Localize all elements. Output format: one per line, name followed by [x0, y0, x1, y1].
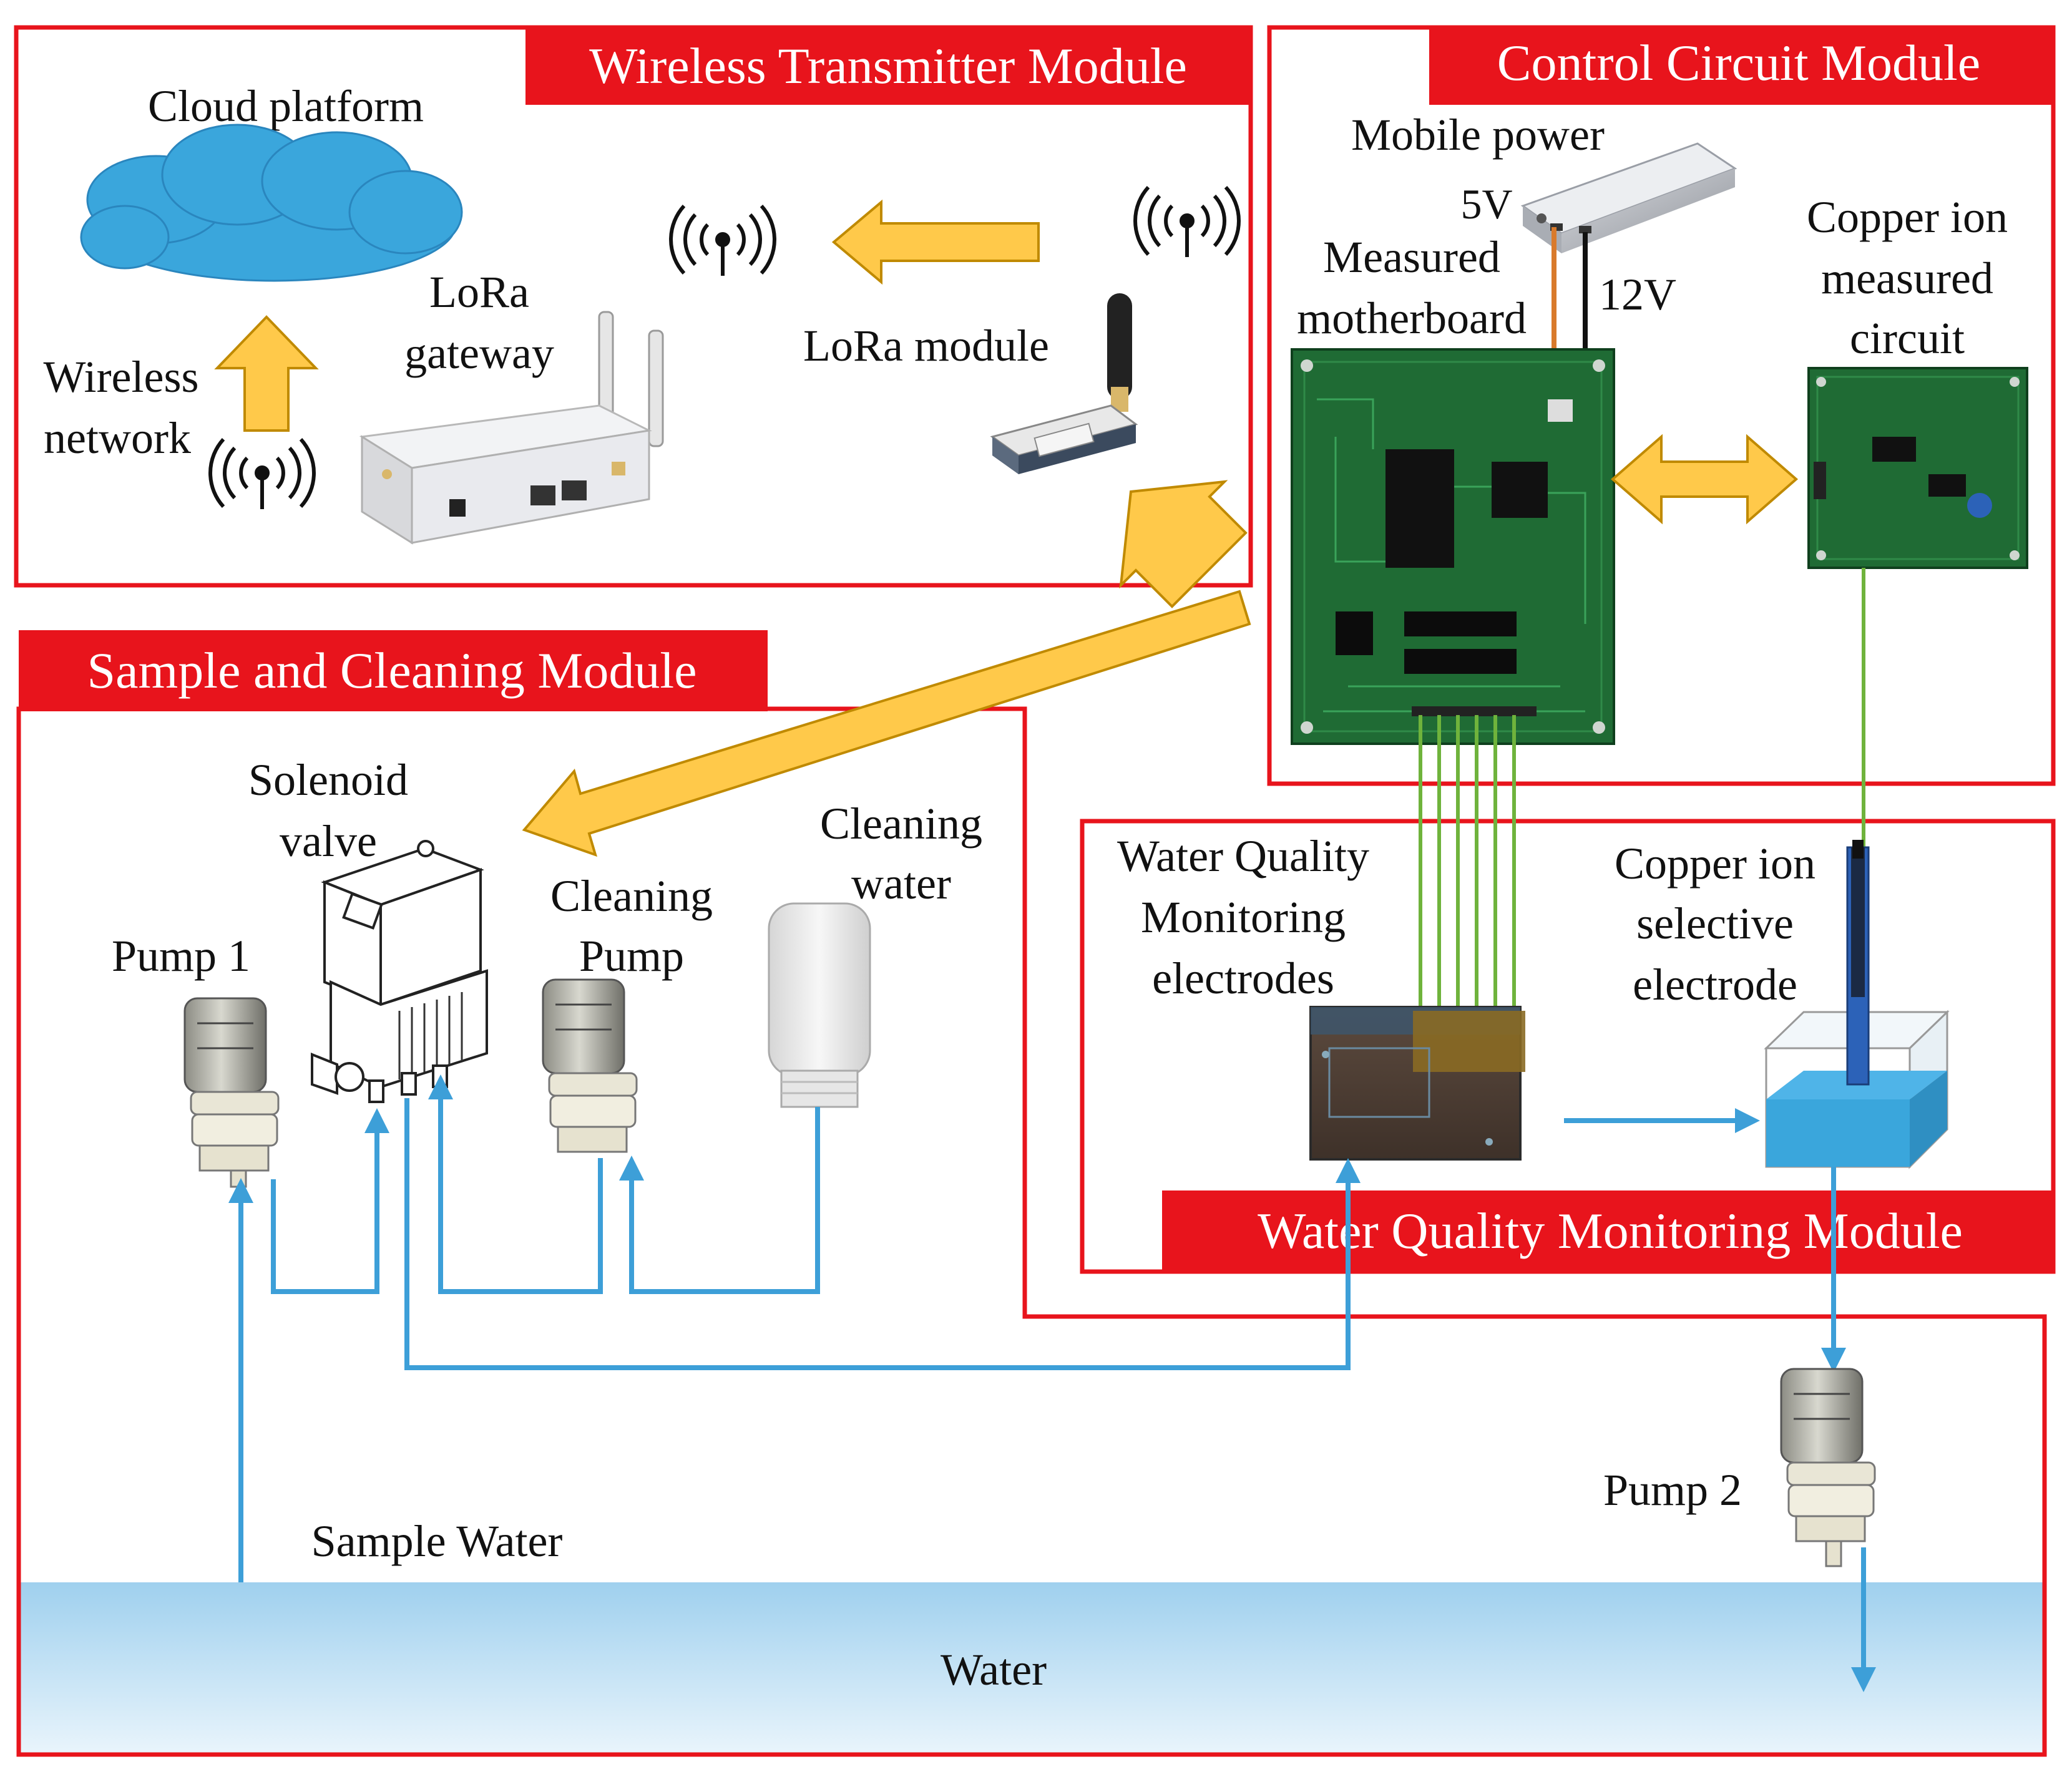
double-arrow: [1610, 434, 1799, 525]
12v-label: 12V: [1599, 270, 1676, 319]
water-quality-module: Water Quality Monitoring Module: [1080, 819, 2056, 1274]
lora-module-label: LoRa module: [803, 321, 1049, 371]
wq-electrodes-label-1: Water Quality: [1117, 831, 1369, 881]
wifi-signal-icon: [1133, 185, 1241, 257]
bottle-icon: [768, 902, 871, 1108]
lora-module-icon: [990, 293, 1138, 474]
electrode-tank-icon: [1309, 1006, 1525, 1161]
power-bank-icon: [1520, 142, 1737, 253]
up-arrow: [214, 315, 319, 432]
solenoid-valve-label-1: Solenoid: [248, 755, 408, 805]
wireless-network-label-2: network: [44, 413, 191, 463]
copper-electrode-label-1: Copper ion: [1615, 839, 1815, 889]
lora-gateway-label-2: gateway: [404, 328, 554, 378]
pcb-board-icon: [1291, 348, 1615, 745]
wifi-signal-icon: [669, 204, 776, 276]
wireless-network-label-1: Wireless: [43, 352, 198, 402]
wireless-module-title: Wireless Transmitter Module: [589, 37, 1187, 94]
copper-electrode-label-2: selective: [1636, 898, 1794, 948]
cloud-icon: [80, 124, 463, 282]
sample-module-title: Sample and Cleaning Module: [87, 642, 697, 699]
measured-motherboard-label-2: motherboard: [1297, 293, 1527, 343]
water-pipes: [228, 1074, 1361, 1582]
lora-gateway-icon: [359, 311, 664, 545]
solenoid-valve-label-2: valve: [280, 816, 377, 866]
control-module-title: Control Circuit Module: [1497, 34, 1980, 91]
wqm-module-title: Water Quality Monitoring Module: [1258, 1202, 1963, 1259]
left-arrow: [831, 199, 1040, 285]
wifi-signal-icon: [208, 437, 316, 509]
measured-motherboard-label-1: Measured: [1323, 232, 1500, 282]
cleaning-pump-label-2: Pump: [579, 931, 684, 981]
copper-electrode-label-3: electrode: [1633, 960, 1797, 1010]
pcb-board-icon: [1807, 367, 2028, 569]
control-circuit-module: Control Circuit Module: [1267, 25, 2056, 786]
5v-label: 5V: [1460, 180, 1512, 228]
water-body: [20, 1582, 2046, 1756]
wireless-transmitter-module: Wireless Transmitter Module: [14, 25, 1253, 588]
signal-wires: [1419, 568, 1865, 1025]
cloud-platform-label: Cloud platform: [148, 81, 424, 131]
cleaning-pump-label-1: Cleaning: [550, 871, 713, 921]
copper-measured-circuit-label-3: circuit: [1850, 313, 1965, 363]
copper-measured-circuit-label-2: measured: [1821, 253, 1993, 303]
cleaning-water-label-1: Cleaning: [820, 799, 982, 849]
copper-measured-circuit-label-1: Copper ion: [1807, 192, 2008, 242]
pump2-label: Pump 2: [1603, 1465, 1742, 1515]
pump-icon: [183, 997, 280, 1188]
cleaning-water-label-2: water: [851, 859, 951, 908]
sample-cleaning-module: Sample and Cleaning Module: [16, 630, 2047, 1757]
wq-electrodes-label-2: Monitoring: [1141, 892, 1346, 942]
water-label: Water: [941, 1645, 1047, 1695]
pump-icon: [1780, 1368, 1876, 1567]
copper-electrode-icon: [1764, 840, 1950, 1169]
pump-icon: [542, 978, 638, 1153]
long-diagonal-arrow: [522, 590, 1251, 857]
sample-water-label: Sample Water: [311, 1516, 563, 1566]
diagonal-up-arrow: [1119, 480, 1248, 608]
mobile-power-label: Mobile power: [1351, 110, 1605, 160]
wq-electrodes-label-3: electrodes: [1152, 953, 1334, 1003]
pump1-label: Pump 1: [112, 931, 250, 981]
lora-gateway-label-1: LoRa: [429, 267, 529, 317]
solenoid-valve-icon: [311, 840, 488, 1103]
